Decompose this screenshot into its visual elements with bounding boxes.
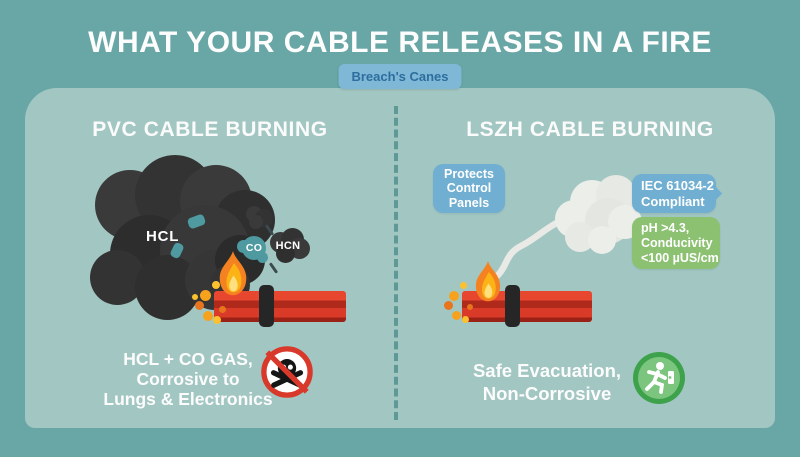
cable-collar [505, 285, 520, 327]
lszh-panel-heading: LSZH CABLE BURNING [466, 118, 714, 141]
page-title: WHAT YOUR CABLE RELEASES IN A FIRE [88, 26, 712, 59]
lszh-caption: Safe Evacuation, Non-Corrosive [447, 359, 647, 405]
pvc-caption: HCL + CO GAS, Corrosive to Lungs & Elect… [78, 349, 298, 409]
badge-line: Control [446, 181, 492, 196]
ph-conductivity-badge: pH >4.3, Conducivity <100 µUS/cm [632, 217, 720, 269]
cable-collar [259, 285, 274, 327]
panel-divider [394, 106, 398, 420]
pvc-panel-heading: PVC CABLE BURNING [92, 118, 328, 141]
badge-line: Panels [448, 195, 490, 210]
skull-prohibition-icon [261, 346, 313, 398]
white-smoke-wisp [483, 213, 578, 288]
gas-label-hcn: HCN [275, 240, 301, 252]
co-gas-bubble: CO [242, 236, 266, 260]
gas-label-co: CO [245, 242, 263, 254]
badge-line: Protects [443, 166, 495, 181]
caption-line: Non-Corrosive [482, 383, 612, 404]
caption-line: Safe Evacuation, [472, 360, 622, 381]
badge-line: IEC 61034-2 [641, 177, 714, 193]
caption-line: Lungs & Electronics [103, 389, 273, 409]
brand-badge: Breach's Canes [338, 64, 462, 89]
caption-line: HCL + CO GAS, [123, 349, 253, 369]
safe-evacuation-icon [632, 351, 686, 405]
flame-icon [213, 250, 253, 297]
protects-panels-badge: Protects Control Panels [433, 164, 505, 213]
badge-line: Compliant [641, 193, 705, 209]
badge-line: Conducivity [641, 235, 713, 250]
pvc-cable [214, 291, 346, 322]
caption-line: Corrosive to [136, 369, 240, 389]
gas-label-hcl: HCL [146, 228, 180, 245]
iec-compliance-badge: IEC 61034-2 Compliant [632, 174, 723, 213]
flame-icon [470, 260, 506, 303]
badge-line: <100 µUS/cm [641, 250, 719, 265]
badge-line: pH >4.3, [641, 220, 690, 235]
